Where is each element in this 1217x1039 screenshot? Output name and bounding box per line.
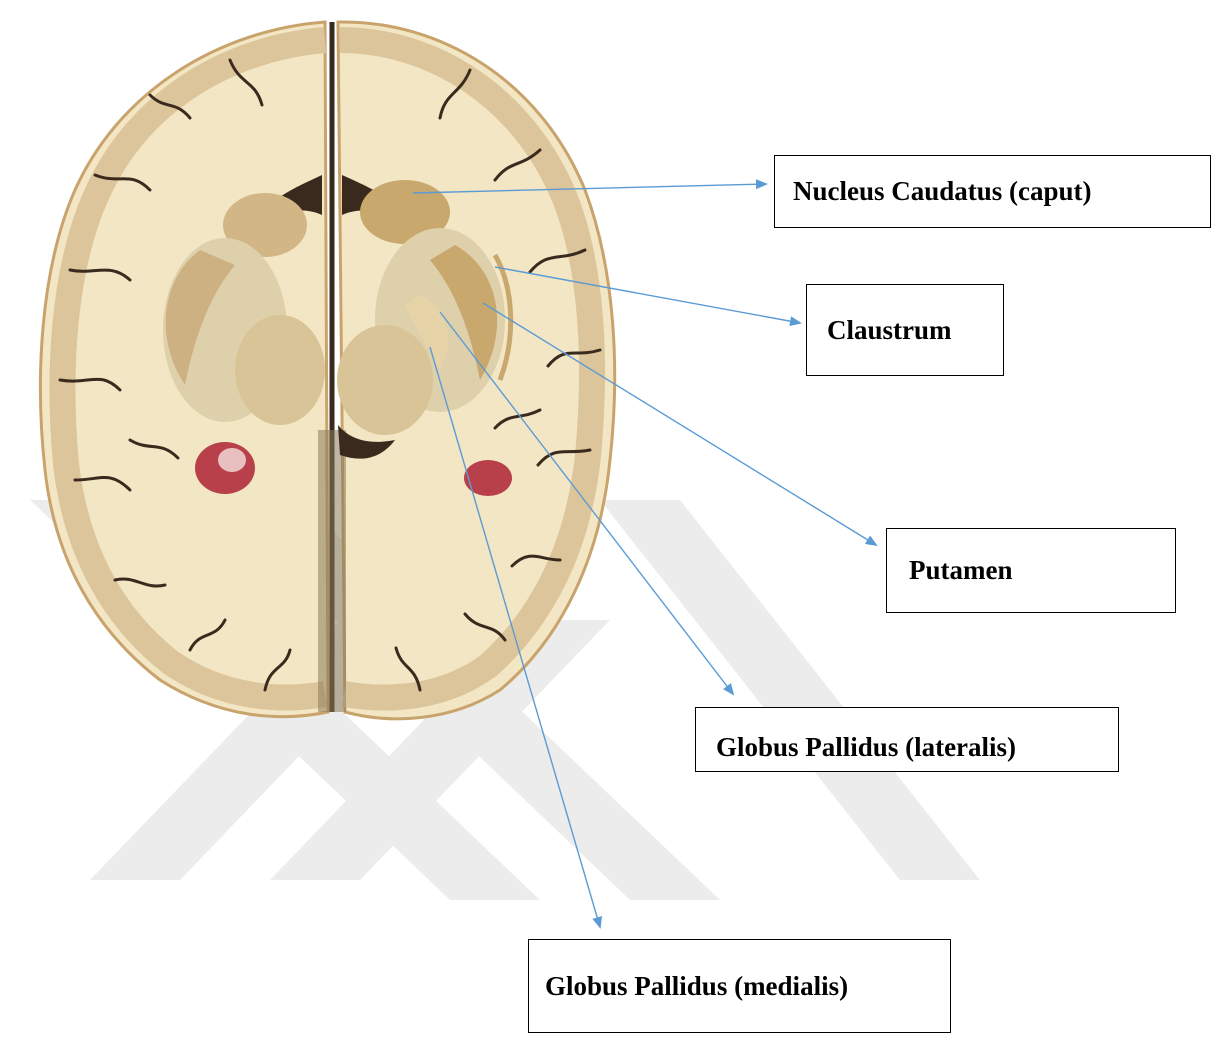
label-globus-pallidus-medialis-text: Globus Pallidus (medialis) <box>545 971 848 1002</box>
label-nucleus-caudatus-text: Nucleus Caudatus (caput) <box>793 176 1092 207</box>
label-claustrum: Claustrum <box>806 284 1004 376</box>
thalamus-left <box>235 315 325 425</box>
label-globus-pallidus-medialis: Globus Pallidus (medialis) <box>528 939 951 1033</box>
label-globus-pallidus-lateralis: Globus Pallidus (lateralis) <box>695 707 1119 772</box>
label-globus-pallidus-lateralis-text: Globus Pallidus (lateralis) <box>716 732 1016 763</box>
label-nucleus-caudatus: Nucleus Caudatus (caput) <box>774 155 1211 228</box>
brain-section-illustration <box>40 22 614 719</box>
label-putamen-text: Putamen <box>909 555 1013 586</box>
choroid-plexus-right <box>464 460 512 496</box>
label-putamen: Putamen <box>886 528 1176 613</box>
thalamus-right <box>337 325 433 435</box>
label-claustrum-text: Claustrum <box>827 315 952 346</box>
